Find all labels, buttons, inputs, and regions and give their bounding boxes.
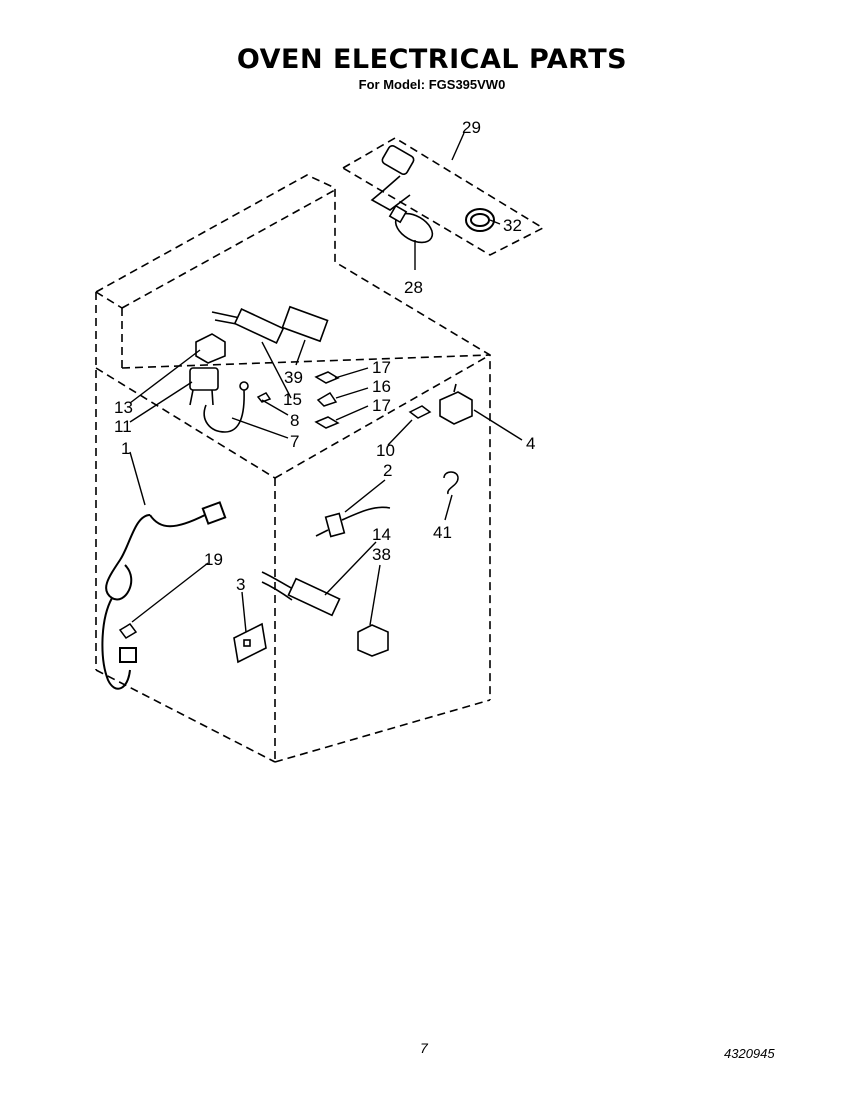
light-socket (370, 145, 415, 211)
callout-19: 19 (204, 550, 223, 569)
callout-11: 11 (114, 417, 132, 436)
ignition-module (281, 305, 329, 343)
bracket-13 (195, 333, 226, 364)
power-cord-1 (101, 501, 227, 690)
control-board-3 (233, 622, 267, 664)
terminal-block-38 (357, 624, 389, 657)
callout-17-top: 17 (372, 358, 391, 377)
callout-16: 16 (372, 377, 391, 396)
light-kit-outline (341, 137, 545, 256)
callout-8: 8 (290, 411, 299, 430)
callout-13: 13 (114, 398, 133, 417)
callout-29: 29 (462, 118, 481, 137)
ground-wire-7 (203, 381, 249, 433)
callout-1: 1 (121, 439, 130, 458)
valve-wire-14 (261, 571, 341, 617)
document-number: 4320945 (724, 1046, 775, 1061)
callout-4: 4 (526, 434, 535, 453)
callout-3: 3 (236, 575, 245, 594)
page-number: 7 (420, 1040, 428, 1056)
callout-15: 15 (283, 390, 302, 409)
callout-39: 39 (284, 368, 303, 387)
callout-labels: 29 32 28 39 17 16 17 15 13 11 8 7 10 4 1… (114, 118, 535, 594)
light-lens (465, 208, 495, 232)
callout-17-bottom: 17 (372, 396, 391, 415)
callout-38: 38 (372, 545, 391, 564)
leader-lines (129, 132, 523, 633)
callout-32: 32 (503, 216, 522, 235)
callout-14: 14 (372, 525, 391, 544)
callout-2: 2 (383, 461, 392, 480)
switch-4 (439, 383, 473, 425)
callout-41: 41 (433, 523, 452, 542)
callout-28: 28 (404, 278, 423, 297)
clip-10 (408, 405, 432, 419)
wire-harness-connector (211, 307, 285, 345)
clip-19 (118, 623, 138, 639)
relay-11 (189, 367, 219, 406)
callout-10: 10 (376, 441, 395, 460)
light-bulb (388, 204, 434, 244)
igniter-2 (315, 506, 391, 538)
page-title: OVEN ELECTRICAL PARTS (236, 44, 628, 75)
callout-7: 7 (290, 432, 299, 451)
model-subtitle: For Model: FGS395VW0 (358, 77, 506, 92)
cabinet-outline (95, 174, 491, 763)
small-parts-17-16 (256, 371, 340, 429)
clip-41 (443, 471, 459, 495)
